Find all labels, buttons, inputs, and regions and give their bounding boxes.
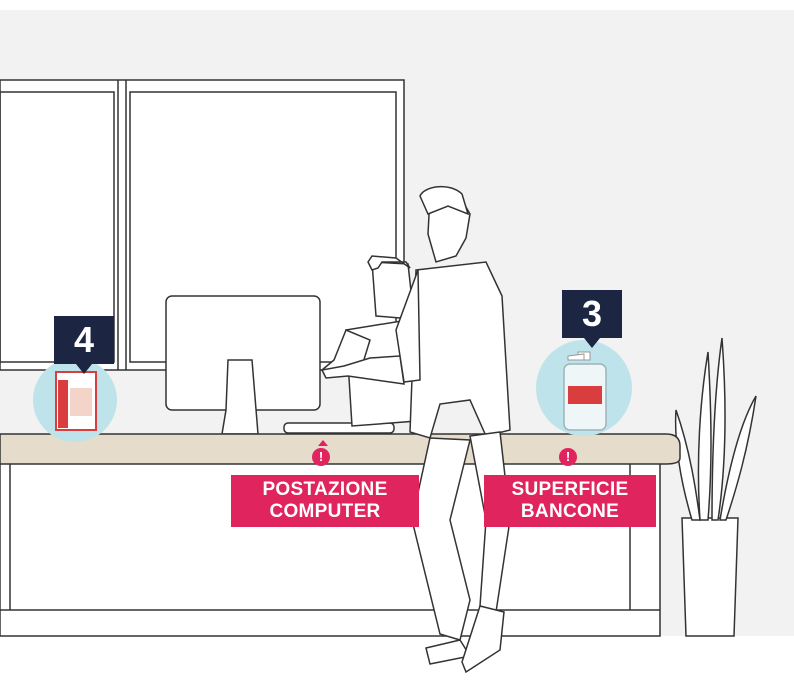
warning-icon: ! [312, 448, 330, 466]
label-counter-line2: BANCONE [520, 501, 620, 522]
label-computer-line1: POSTAZIONE [262, 479, 388, 500]
label-computer-line2: COMPUTER [269, 501, 381, 522]
customer [320, 185, 511, 674]
sanitizer-bottle-icon [563, 351, 607, 431]
marker-3: 3 [562, 290, 622, 348]
sanitizer-bubble [536, 340, 632, 436]
computer-monitor [165, 295, 321, 435]
wipes-bubble [33, 358, 117, 442]
label-counter-line1: SUPERFICIE [511, 479, 629, 500]
warning-icon: ! [559, 448, 577, 466]
plant [674, 337, 757, 637]
label-computer-station: POSTAZIONE COMPUTER [231, 475, 419, 527]
marker-4: 4 [54, 316, 114, 374]
reception-counter [0, 433, 681, 637]
label-counter-surface: SUPERFICIE BANCONE [484, 475, 656, 527]
